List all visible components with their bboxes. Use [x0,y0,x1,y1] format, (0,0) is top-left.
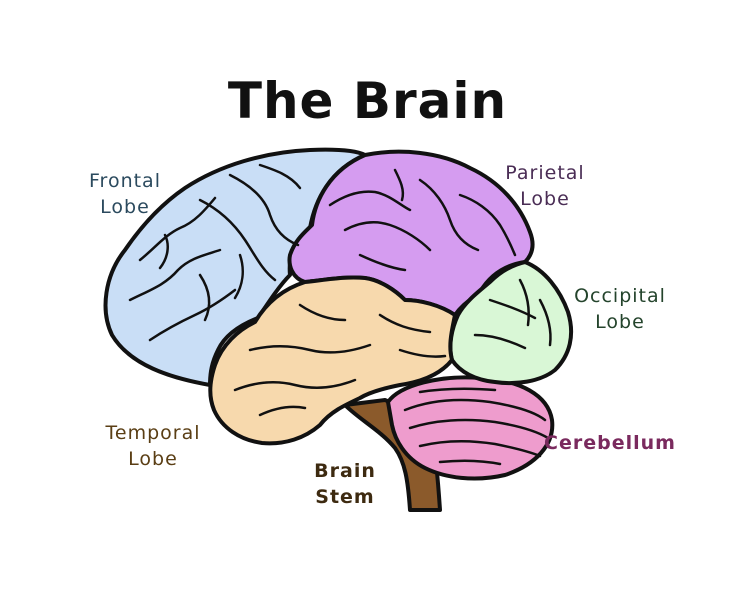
occipital-lobe-label: Occipital Lobe [565,283,675,335]
frontal-lobe-label: Frontal Lobe [70,168,180,220]
cerebellum-label-line1: Cerebellum [544,432,676,454]
diagram-title: The Brain [227,72,508,130]
temporal-lobe-region [208,275,457,446]
brain-stem-label-line1: Brain [314,460,376,482]
temporal-lobe-label-line2: Lobe [128,448,178,470]
temporal-lobe-label-line1: Temporal [105,422,201,444]
frontal-lobe-label-line1: Frontal [89,170,161,192]
frontal-lobe-label-line2: Lobe [100,196,150,218]
parietal-lobe-label: Parietal Lobe [495,160,595,212]
parietal-lobe-label-line2: Lobe [520,188,570,210]
brain-stem-label-line2: Stem [315,486,375,508]
brain-folds [128,163,552,466]
temporal-lobe-label: Temporal Lobe [88,420,218,472]
brain-stem-label: Brain Stem [305,458,385,510]
occipital-lobe-label-line1: Occipital [574,285,666,307]
cerebellum-label: Cerebellum [540,430,680,456]
parietal-lobe-label-line1: Parietal [505,162,585,184]
occipital-lobe-region [448,260,574,386]
occipital-lobe-label-line2: Lobe [595,311,645,333]
